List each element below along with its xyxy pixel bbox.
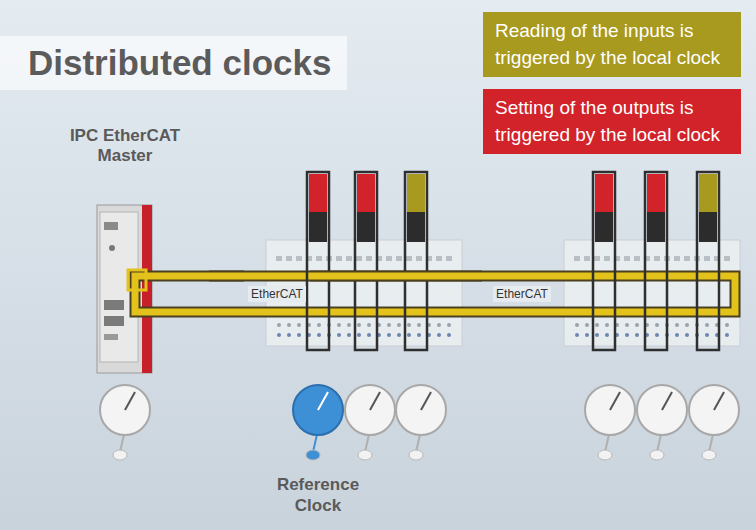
ipc-port: [128, 270, 146, 290]
node-heading: IPC EtherCAT Master: [41, 126, 209, 167]
clocks: [100, 385, 739, 460]
legend-text: Reading of the inputs is triggered by th…: [495, 18, 729, 71]
terminal-details: [276, 256, 730, 337]
coupler-node: EtherCAT: [244, 266, 310, 322]
bus-logo: EtherCAT: [493, 286, 551, 302]
terminal-block: [564, 240, 740, 346]
legend-swatch: Reading of the inputs is triggered by th…: [483, 12, 741, 77]
legend-text: Setting of the outputs is triggered by t…: [495, 95, 729, 148]
bus-logo: EtherCAT: [248, 286, 306, 302]
legend-swatch: Setting of the outputs is triggered by t…: [483, 89, 741, 154]
ethercat-cable: [209, 276, 244, 277]
ipc-node: IPC EtherCAT Master: [41, 126, 209, 376]
title: Distributed clocks: [28, 43, 331, 83]
clock-label: Reference Clock: [263, 474, 373, 517]
terminal-slots: [307, 172, 719, 350]
coupler-node: EtherCAT: [482, 266, 562, 322]
ethercat-cable: [310, 276, 482, 277]
title-bar: Distributed clocks: [0, 36, 347, 90]
ipc-device: [97, 205, 152, 373]
